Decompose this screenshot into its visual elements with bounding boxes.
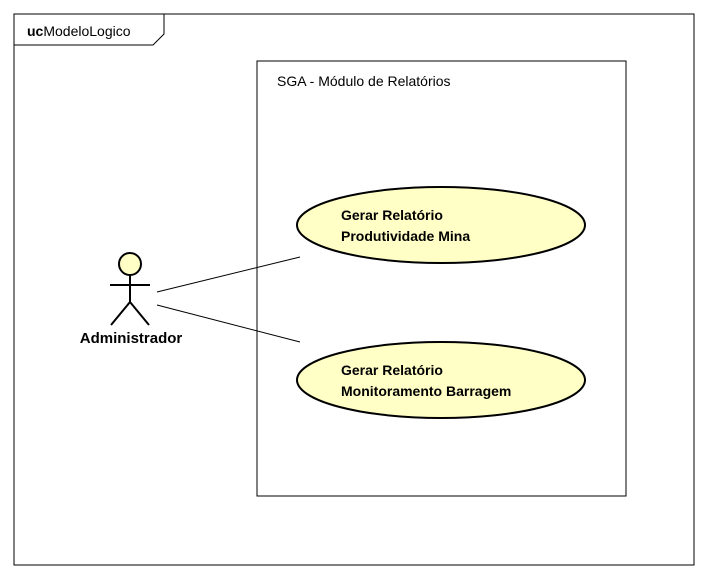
frame-label: ucModeloLogico [27,23,131,39]
use-case-label-line2: Produtividade Mina [341,228,470,244]
association-line-produtividade[interactable] [156,256,301,293]
actor-left-leg [110,301,131,326]
use-case-label-line1: Gerar Relatório [341,207,443,223]
actor-head-icon [118,252,142,276]
actor-right-leg [129,301,150,326]
system-boundary[interactable] [256,60,627,497]
association-line-barragem[interactable] [156,304,301,343]
use-case-label-line2: Monitoramento Barragem [341,383,511,399]
use-case-monitoramento-barragem[interactable]: Gerar Relatório Monitoramento Barragem [296,341,586,419]
actor-name: Administrador [80,330,183,347]
use-case-ellipse[interactable] [296,186,586,264]
frame-name: ModeloLogico [43,23,130,39]
system-title: SGA - Módulo de Relatórios [277,73,451,89]
actor-administrador[interactable]: Administrador [80,252,183,347]
use-case-label-line1: Gerar Relatório [341,362,443,378]
frame-name-tab [14,14,165,46]
frame-keyword: uc [27,23,44,39]
use-case-ellipse[interactable] [296,341,586,419]
use-case-produtividade-mina[interactable]: Gerar Relatório Produtividade Mina [296,186,586,264]
